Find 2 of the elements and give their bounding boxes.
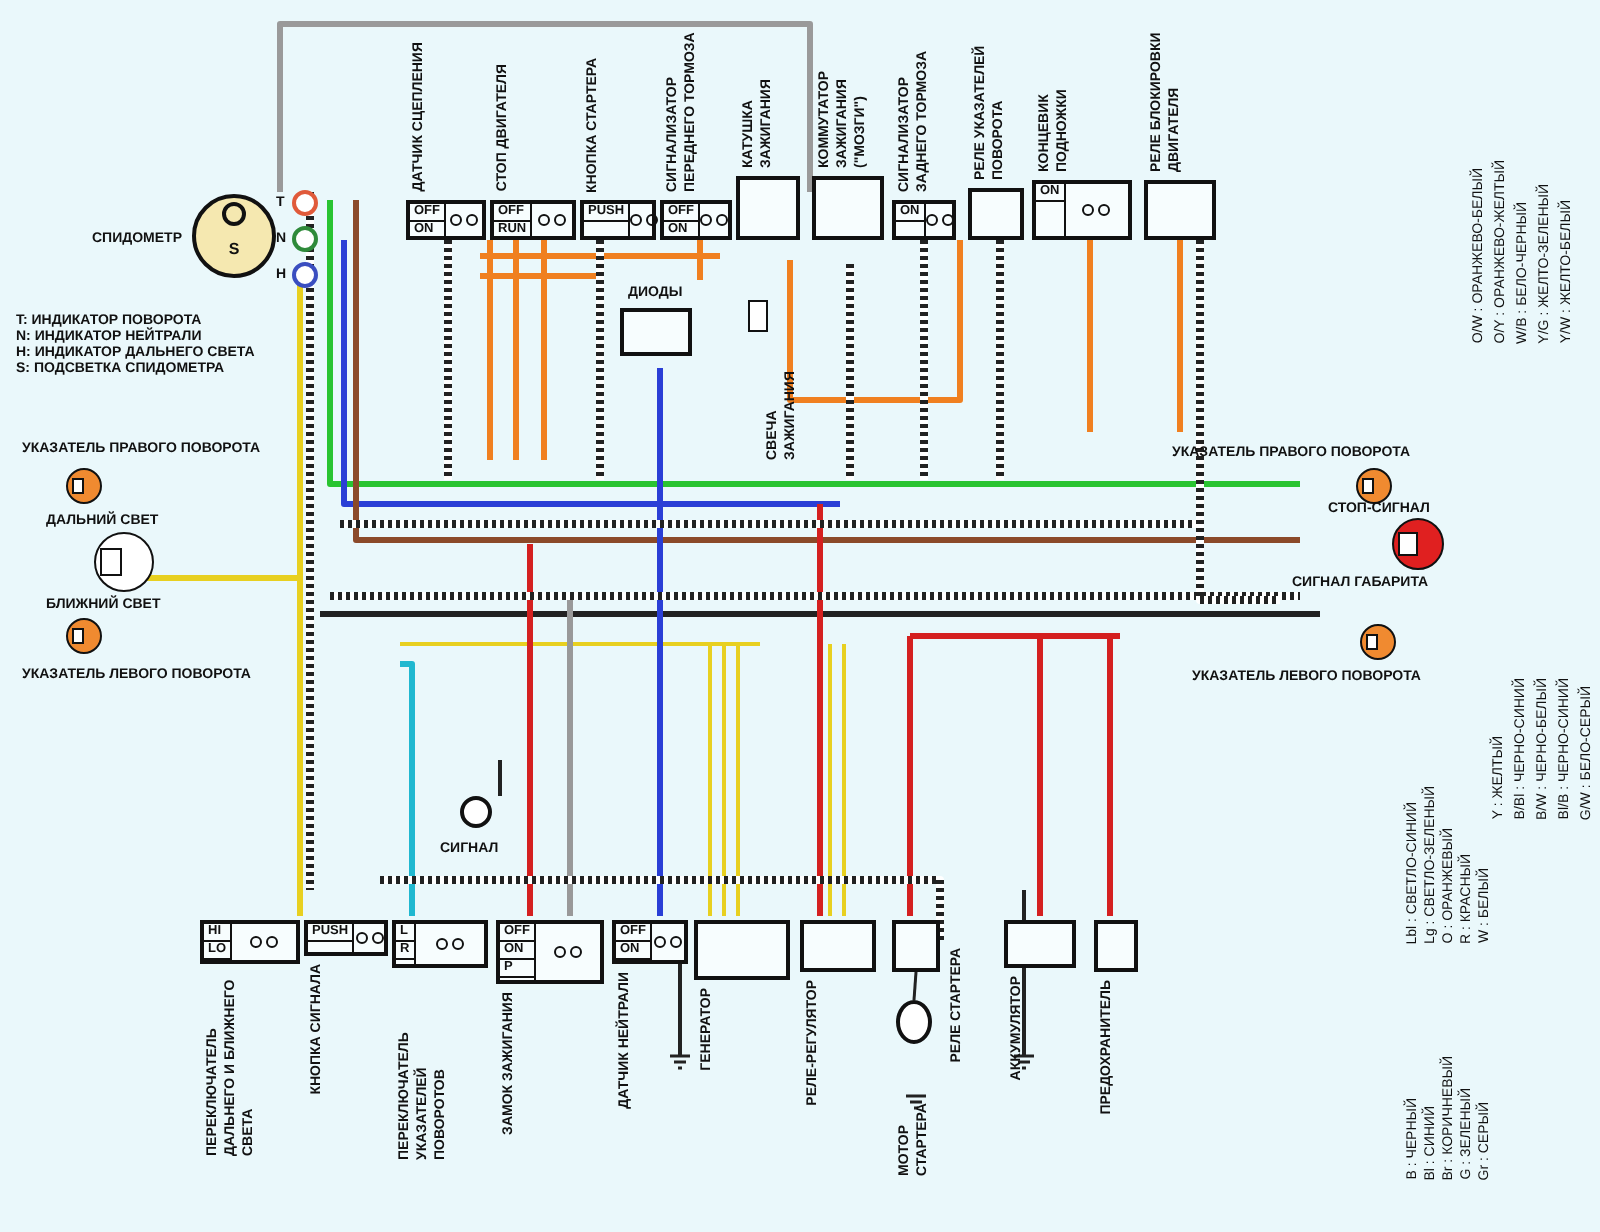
- wire: [912, 971, 918, 1001]
- speedometer-dial: S: [192, 194, 276, 278]
